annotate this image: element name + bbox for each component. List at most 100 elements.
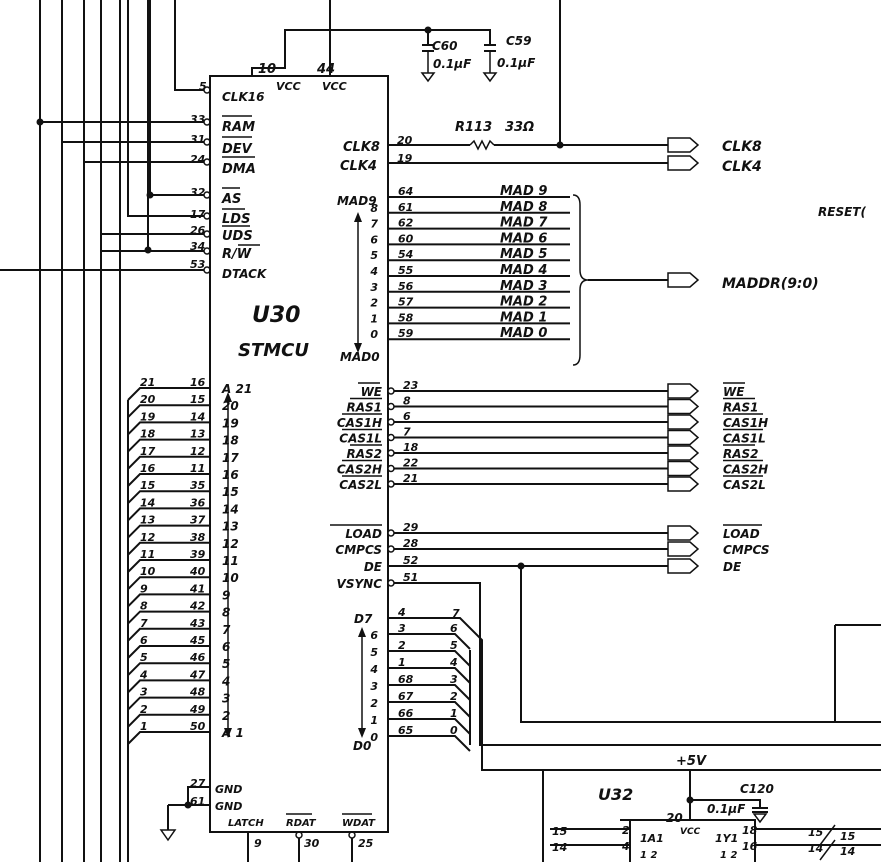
video-pin-bubble xyxy=(387,529,395,537)
junction-dot xyxy=(424,26,432,34)
u30-latch-num: 9 xyxy=(254,837,262,850)
u32-right-num-1: 18 xyxy=(742,824,758,837)
mad-pin-num: 59 xyxy=(398,327,414,340)
u30-pin-num: 17 xyxy=(190,208,206,221)
clk4-offpage xyxy=(667,155,700,171)
mad-net-label: MAD 5 xyxy=(500,247,547,262)
data-pin-num: 68 xyxy=(398,673,414,686)
u30-clk8-label: CLK8 xyxy=(343,140,380,155)
data-bit-num: 5 xyxy=(370,646,378,659)
junction-dot xyxy=(184,801,192,809)
address-bit-label: 4 xyxy=(221,674,230,688)
ctrl-pin-num: 18 xyxy=(403,441,419,454)
ctrl-offpage xyxy=(667,429,700,446)
clk16-wire xyxy=(174,0,210,91)
u30-latch-label: LATCH xyxy=(228,818,264,829)
video-offpage xyxy=(667,525,700,541)
address-pin-num: 11 xyxy=(190,462,205,475)
u30-pin-label: DTACK xyxy=(222,267,268,281)
u32-sub-pin-left: 1 2 xyxy=(640,850,657,861)
address-pin-num: 36 xyxy=(190,496,206,509)
data-net-label: 0 xyxy=(450,724,458,737)
address-wire xyxy=(127,524,210,539)
address-pin-num: 39 xyxy=(190,548,206,561)
address-wire xyxy=(127,593,210,608)
address-net-label: 20 xyxy=(140,393,156,406)
address-bit-label: A 21 xyxy=(221,382,252,396)
u30-pin-num: 32 xyxy=(190,186,206,199)
u30-wdat-label: WDAT xyxy=(342,818,376,829)
address-net-label: 13 xyxy=(140,514,156,527)
u30-gnd-num-1: 27 xyxy=(190,777,206,790)
data-bit-num: 1 xyxy=(370,714,378,727)
ctrl-pin-num: 21 xyxy=(403,472,418,485)
address-pin-num: 41 xyxy=(189,582,205,595)
ctrl-net-label: WE xyxy=(723,385,745,399)
address-bit-label: 10 xyxy=(222,571,239,585)
mad-bit-num: 7 xyxy=(370,218,378,231)
mad-net-label: MAD 4 xyxy=(500,263,547,278)
u30-pin-label: DMA xyxy=(222,162,256,177)
gnd-wire xyxy=(187,786,210,806)
data-bit-num: 6 xyxy=(370,629,378,642)
address-net-label: 12 xyxy=(140,531,156,544)
address-bit-label: 20 xyxy=(222,399,239,413)
data-bit-num: 0 xyxy=(370,731,378,744)
u30-pin-label: LDS xyxy=(222,212,250,227)
u32-left-num-2: 4 xyxy=(621,840,630,853)
u30-pin-num: 53 xyxy=(190,258,206,271)
address-wire xyxy=(127,541,210,556)
vcc-wire xyxy=(428,29,491,45)
address-pin-num: 48 xyxy=(189,686,206,699)
video-pin-label: LOAD xyxy=(345,527,382,541)
data-net-label: 6 xyxy=(450,622,458,635)
r113-value: 33Ω xyxy=(505,120,534,135)
address-pin-num: 43 xyxy=(189,617,206,630)
ctrl-pin-bubble xyxy=(387,464,395,473)
mad-bit-num: 8 xyxy=(370,202,378,215)
address-net-label: 9 xyxy=(140,582,148,595)
address-net-label: 18 xyxy=(140,428,156,441)
c60-ref: C60 xyxy=(432,39,458,53)
address-bit-label: 2 xyxy=(222,709,230,723)
address-wire xyxy=(127,731,210,745)
u30-gnd-num-2: 61 xyxy=(190,795,205,808)
address-pin-num: 38 xyxy=(190,531,206,544)
mad-bit-num: 3 xyxy=(370,281,378,294)
arrow-head xyxy=(358,627,366,637)
address-wire xyxy=(127,507,210,522)
clk4-output-label: CLK4 xyxy=(722,159,762,175)
ctrl-pin-label: CAS2H xyxy=(337,463,382,477)
ground-symbol xyxy=(420,72,436,83)
u32-vcc-label: VCC xyxy=(680,827,701,837)
video-pin-num: 51 xyxy=(403,571,418,584)
video-pin-bubble xyxy=(387,545,395,553)
u30-d7-num: 4 xyxy=(397,606,406,619)
u30-clk8-num: 20 xyxy=(397,134,413,147)
ctrl-offpage xyxy=(667,460,700,477)
u30-gnd-label-2: GND xyxy=(215,800,242,813)
address-net-label: 15 xyxy=(140,479,156,492)
u30-vcc-pin-num-2: 44 xyxy=(316,62,335,77)
u30-d0-label: D0 xyxy=(353,739,371,753)
ctrl-offpage xyxy=(667,476,700,492)
address-pin-num: 49 xyxy=(189,703,206,716)
ctrl-pin-num: 7 xyxy=(403,426,411,439)
address-wire xyxy=(127,696,210,711)
address-net-label: 1 xyxy=(140,720,148,733)
video-net-label: LOAD xyxy=(723,527,760,541)
ctrl-net-label: CAS2H xyxy=(723,463,768,477)
mad-bit-num: 1 xyxy=(370,312,378,325)
video-pin-label: DE xyxy=(364,560,383,574)
mad-bit-num: 2 xyxy=(370,297,378,310)
address-wire xyxy=(127,576,210,590)
mad-bit-num: 5 xyxy=(370,249,378,262)
r113-ref: R113 xyxy=(455,120,492,135)
u32-left-net-1: 15 xyxy=(552,825,568,838)
mad-pin-num: 55 xyxy=(398,264,414,277)
u32-out-wire xyxy=(819,824,836,846)
junction-dot xyxy=(146,191,154,199)
u30-clk4-num: 19 xyxy=(397,152,413,165)
